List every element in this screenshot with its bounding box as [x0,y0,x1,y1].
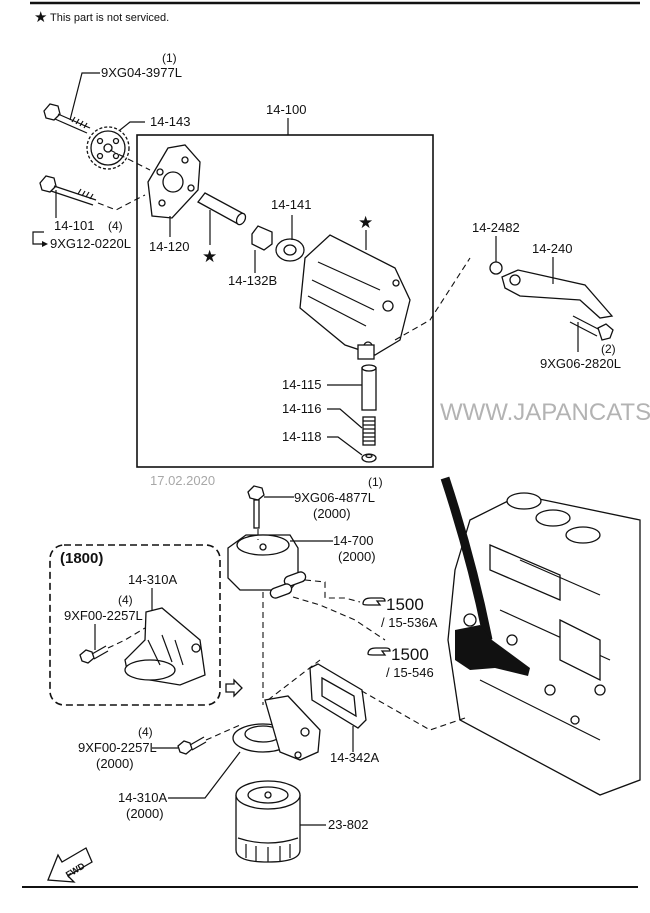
ref-1-code[interactable]: 1500 [386,595,424,614]
shaft-star-icon: ★ [202,247,217,266]
bolt-pump-code: 14-101 [54,218,94,233]
bolt-strainer-qty: (2) [601,342,616,356]
leader-plug [327,436,363,456]
dash-inset-bolt [107,627,146,649]
collar[interactable] [251,225,273,251]
bolt-pump-alt-code: 9XG12-0220L [50,236,131,251]
rotor-code: 14-141 [271,197,311,212]
ref-1-sub[interactable]: / 15-536A [381,615,438,630]
bolt-cooler-code: 9XG06-4877L [294,490,375,505]
oil-filter-code: 23-802 [328,817,368,832]
filter-bolt-code: 9XF00-2257L [78,740,157,755]
pump-shaft[interactable] [197,192,247,226]
dash-sprocket [109,149,151,171]
plunger[interactable] [361,364,377,411]
ref-2-code[interactable]: 1500 [391,645,429,664]
alt-arrow-head [42,241,48,247]
dash-ref-2 [292,596,386,641]
collar-code: 14-132B [228,273,277,288]
pump-cover[interactable] [147,144,201,219]
oil-cooler[interactable] [227,534,307,599]
bolt-top-code: 9XG04-3977L [101,65,182,80]
bolt-strainer[interactable] [569,315,614,341]
inset-frame [49,544,221,706]
bolt-cooler[interactable] [247,485,265,529]
spring[interactable] [362,416,376,446]
hand-pointer-icon [362,597,386,606]
inset-bolt[interactable] [79,645,109,664]
sprocket-code: 14-143 [150,114,190,129]
dash-gasket [267,659,321,701]
alt-arrow [32,231,44,245]
watermark: WWW.JAPANCATS.RU [440,399,650,426]
bolt-top-qty: (1) [162,51,177,65]
oil-filter[interactable] [235,780,301,863]
transfer-arrow-icon [225,678,243,698]
oring[interactable] [489,261,503,275]
leader-filter-body [168,751,241,799]
dash-strainer [394,257,471,341]
engine-block [447,492,641,796]
legend-star-icon: ★ [34,9,47,26]
pump-cover-code: 14-120 [149,239,189,254]
fwd-arrow-icon [47,847,93,883]
dash-filter-bolt [205,724,241,741]
filter-body-code: 14-310A [118,790,167,805]
ref-2-sub[interactable]: / 15-546 [386,665,434,680]
filter-body-variant: (2000) [126,806,164,821]
bolt-cooler-qty: (1) [368,475,383,489]
inset-body[interactable] [124,607,206,686]
gasket[interactable] [309,663,367,729]
inset-bolt-code: 9XF00-2257L [64,608,143,623]
dash-block-gasket [359,689,466,731]
leader-sprocket [119,121,145,131]
oil-pump-location-highlight [455,625,530,676]
leader-spring [327,408,363,429]
pump-assembly-code: 14-100 [266,102,306,117]
pump-body-star-icon: ★ [358,213,373,232]
filter-body[interactable] [232,695,321,761]
dash-ref-1 [304,579,361,603]
strainer[interactable] [501,269,614,319]
rotor[interactable] [275,238,305,262]
oil-cooler-variant: (2000) [338,549,376,564]
dash-bolt-pump [97,194,146,211]
plug[interactable] [361,453,377,463]
leader-bolt-top [69,72,100,121]
gasket-code: 14-342A [330,750,379,765]
inset-bolt-qty: (4) [118,593,133,607]
sprocket[interactable] [86,126,130,170]
dipstick-tube [440,476,493,641]
bolt-cooler-variant: (2000) [313,506,351,521]
pump-assembly-frame [136,134,434,468]
bolt-pump[interactable] [39,175,97,206]
bolt-strainer-code: 9XG06-2820L [540,356,621,371]
oil-cooler-code: 14-700 [333,533,373,548]
filter-bolt-qty: (4) [138,725,153,739]
hand-pointer-icon [367,647,391,656]
bolt-pump-qty: (4) [108,219,123,233]
oring-code: 14-2482 [472,220,520,235]
filter-bolt-variant: (2000) [96,756,134,771]
plunger-code: 14-115 [282,377,322,392]
inset-body-code: 14-310A [128,572,177,587]
pump-body[interactable] [299,234,411,360]
inset-title: (1800) [60,550,103,567]
legend-text: This part is not serviced. [50,12,169,24]
spring-code: 14-116 [282,401,322,416]
plug-code: 14-118 [282,429,322,444]
strainer-code: 14-240 [532,241,572,256]
filter-bolt[interactable] [177,736,207,755]
bolt-top[interactable] [43,103,91,134]
watermark-date: 17.02.2020 [150,473,215,488]
